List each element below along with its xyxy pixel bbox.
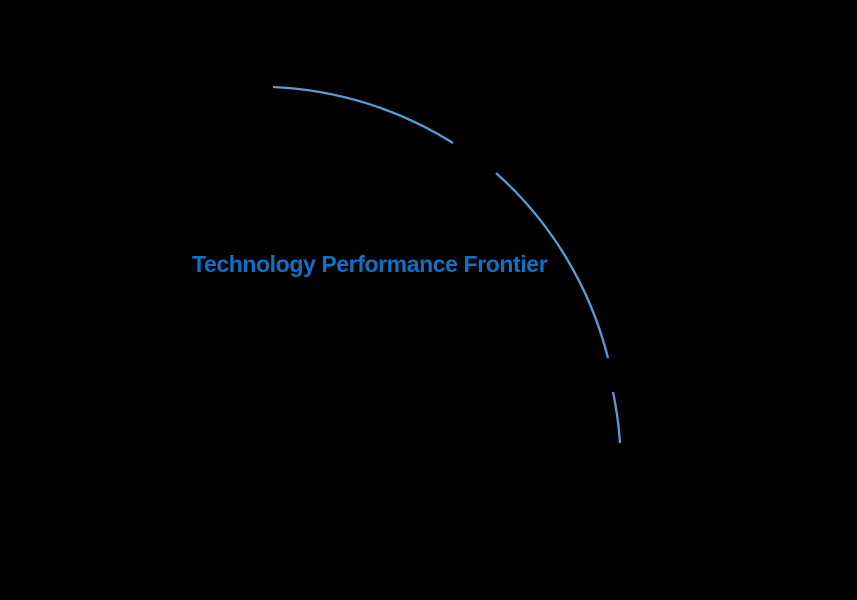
frontier-curve-segment-lower bbox=[611, 391, 622, 444]
frontier-curve-segment-upper bbox=[272, 85, 454, 144]
frontier-label: Technology Performance Frontier bbox=[192, 251, 548, 277]
frontier-curve-segment-middle bbox=[495, 172, 610, 359]
